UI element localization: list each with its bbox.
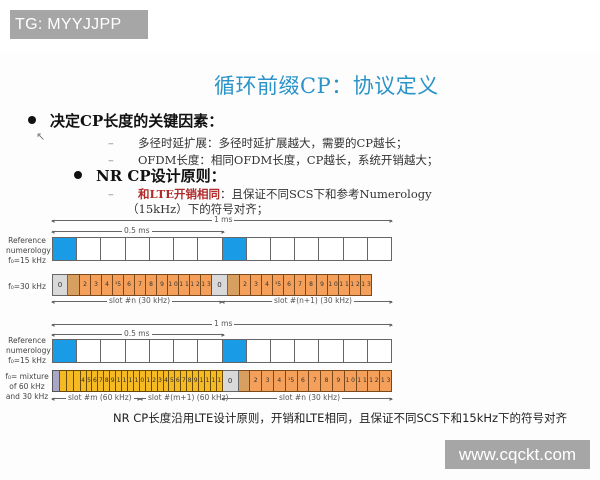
- span-05ms-top: ◂▸ 0.5 ms: [51, 226, 225, 236]
- reference-symbol-row-top: [52, 237, 393, 261]
- span-1ms-bottom: ◂▸ 1 ms: [51, 319, 393, 329]
- reference-symbol-row-bottom: [52, 339, 393, 363]
- dash-icon: –: [108, 136, 114, 150]
- slide-title: 循环前缀CP：协议定义: [214, 74, 439, 98]
- bullet-dot-icon: [28, 116, 36, 124]
- subitem-text: 多径时延扩展：多径时延扩展越大，需要的CP越长；: [138, 136, 408, 150]
- mouse-cursor-icon: ↖: [36, 130, 46, 143]
- scs-30khz-label: f₀=30 kHz: [8, 282, 46, 291]
- span-05ms-bottom: ◂▸ 0.5 ms: [51, 329, 225, 339]
- slot-m-span: ◂▸ slot #m (60 kHz): [51, 393, 141, 403]
- subitem-ofdm: – OFDM长度：相同OFDM长度，CP越长，系统开销越大；: [108, 152, 438, 168]
- bullet-key-factors: 决定CP长度的关键因素：: [28, 110, 223, 131]
- subitem-design-principle-line2: （15kHz）下的符号对齐；: [127, 202, 269, 216]
- slot-m1-span: ◂▸ slot #(m+1) (60 kHz): [139, 393, 231, 403]
- scs-mixture-label: f₀= mixture of 60 kHz and 30 kHz: [5, 372, 49, 401]
- bullet-text: 决定CP长度的关键因素：: [50, 112, 224, 130]
- symbol-row-30khz: 0 2 3 4 ¹5 6 7 8 9 1 0 1 1 1 2 1 3 0 2 3…: [52, 274, 392, 296]
- subitem-text: ：且保证不同SCS下和参考Numerology: [219, 187, 432, 201]
- bullet-dot-icon: [74, 171, 82, 179]
- slot-n-span: ◂▸ slot #n (30 kHz): [51, 296, 223, 306]
- subitem-design-principle: – 和LTE开销相同：且保证不同SCS下和参考Numerology: [108, 186, 432, 202]
- subitem-text: OFDM长度：相同OFDM长度，CP越长，系统开销越大；: [138, 153, 439, 167]
- slide-background: [0, 52, 600, 480]
- slot-n-span-bottom: ◂▸ slot #n (30 kHz): [221, 393, 393, 403]
- watermark-bottom-right: www.cqckt.com: [445, 440, 590, 469]
- span-1ms-top: ◂▸ 1 ms: [51, 215, 393, 225]
- cp-alignment-diagram: ◂▸ 1 ms ◂▸ 0.5 ms Reference numerology f…: [0, 212, 410, 412]
- watermark-top-left: TG: MYYJJPP: [10, 10, 148, 39]
- highlight-text: 和LTE开销相同: [138, 187, 220, 201]
- dash-icon: –: [108, 153, 114, 167]
- diagram-caption: NR CP长度沿用LTE设计原则，开销和LTE相同，且保证不同SCS下和15kH…: [113, 411, 568, 425]
- ref-numerology-label-bottom: Reference numerology f₀=15 kHz: [6, 336, 51, 365]
- subitem-multipath: – 多径时延扩展：多径时延扩展越大，需要的CP越长；: [108, 135, 408, 151]
- ref-numerology-label-top: Reference numerology f₀=15 kHz: [6, 236, 51, 265]
- dash-icon: –: [108, 187, 114, 201]
- bullet-text: NR CP设计原则：: [96, 167, 226, 185]
- slot-n1-span: ◂▸ slot #(n+1) (30 kHz): [221, 296, 393, 306]
- bullet-nr-cp-design: NR CP设计原则：: [74, 165, 226, 186]
